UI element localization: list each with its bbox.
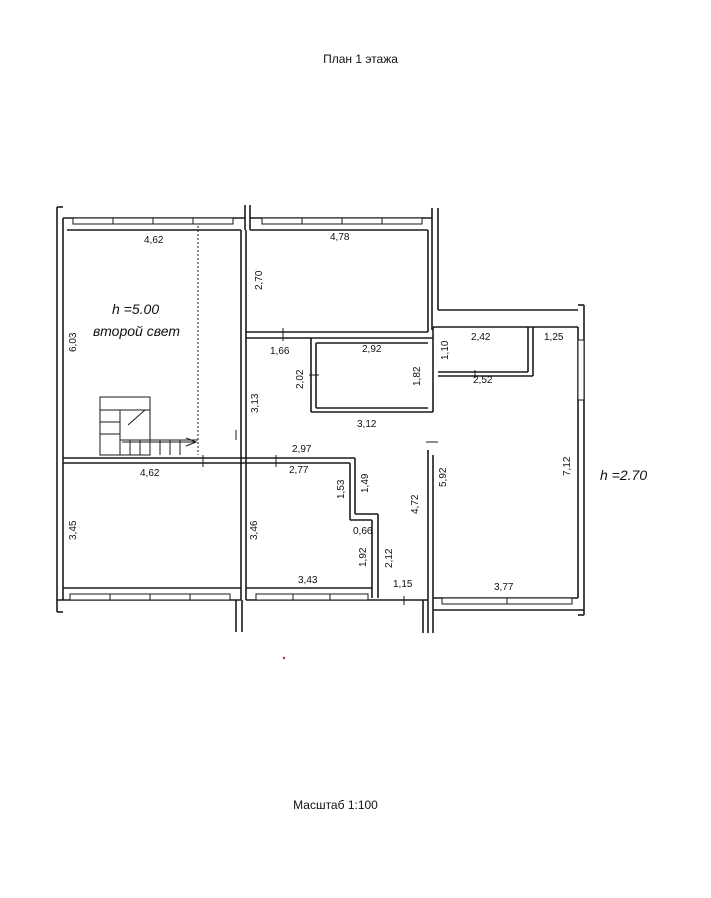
dim-label: 1,53	[336, 479, 347, 499]
dim-label: 2,42	[471, 332, 491, 343]
dim-label: 1,66	[270, 346, 290, 357]
dim-label: 3,46	[249, 520, 260, 540]
dim-label: 2,12	[384, 548, 395, 568]
dim-label: 1,15	[393, 579, 413, 590]
dim-label: 4,78	[330, 232, 350, 243]
dim-label: 3,13	[250, 393, 261, 413]
scale-label: Масштаб 1:100	[293, 798, 378, 812]
dim-label: 7,12	[562, 456, 573, 476]
dim-label: 2,52	[473, 375, 493, 386]
dim-label: 1,82	[412, 366, 423, 386]
dim-label: 1,92	[358, 547, 369, 567]
dim-label: 4,72	[410, 494, 421, 514]
dim-label: 0,66	[353, 526, 373, 537]
ceiling-height-main: h =2.70	[600, 467, 647, 483]
windows	[69, 217, 585, 605]
ceiling-height-double: h =5.00	[112, 301, 159, 317]
dim-label: 2,97	[292, 444, 312, 455]
dim-label: 3,43	[298, 575, 318, 586]
dim-label: 6,03	[68, 332, 79, 352]
dim-label: 5,92	[438, 467, 449, 487]
dim-label: 2,02	[295, 369, 306, 389]
plan-title: План 1 этажа	[323, 52, 398, 66]
second-light-note: второй свет	[93, 323, 180, 339]
dim-label: 1,10	[440, 340, 451, 360]
dim-label: 4,62	[144, 235, 164, 246]
dim-label: 3,12	[357, 419, 377, 430]
staircase	[99, 226, 199, 456]
dim-label: 3,77	[494, 582, 514, 593]
dim-label: 1,25	[544, 332, 564, 343]
dim-label: 1,49	[360, 473, 371, 493]
dim-label: 4,62	[140, 468, 160, 479]
dim-label: 3,45	[68, 520, 79, 540]
dim-label: 2,92	[362, 344, 382, 355]
walls	[56, 205, 585, 633]
dim-label: 2,70	[254, 270, 265, 290]
dim-label: 2,77	[289, 465, 309, 476]
dimension-labels: 4,62 4,78 6,03 2,70 1,66 2,92 2,02 1,82 …	[68, 232, 573, 593]
